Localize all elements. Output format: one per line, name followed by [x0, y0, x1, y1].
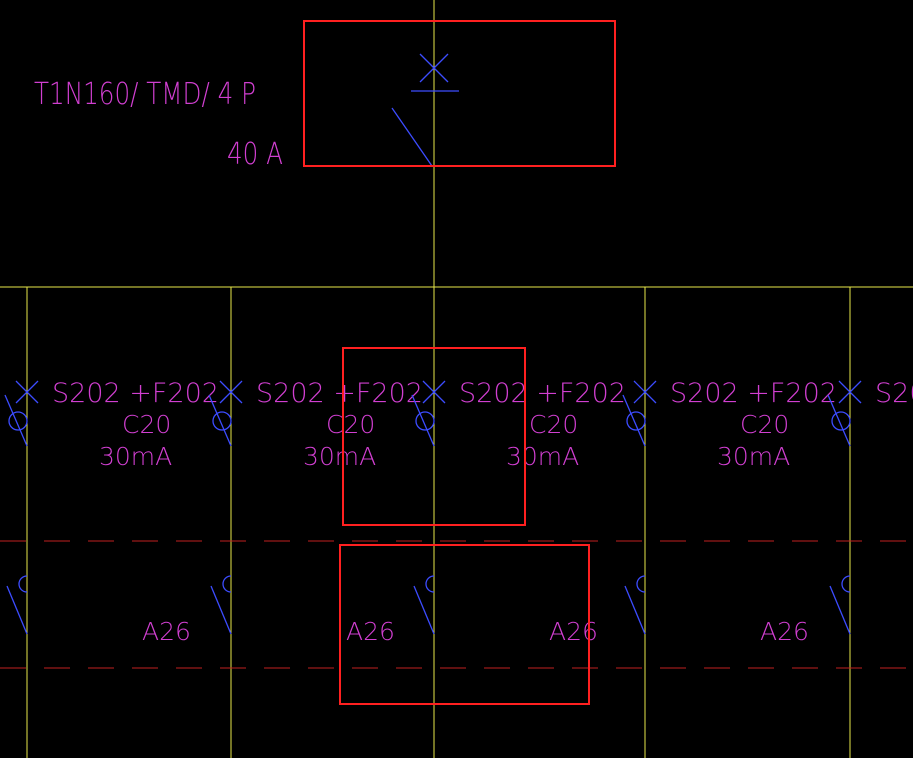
branch-curve-label: C20: [740, 410, 789, 439]
contactor-label: A26: [760, 617, 809, 646]
highlight-contactor: [339, 544, 590, 705]
rcbo-symbol: [411, 380, 446, 447]
contactor-symbol: [829, 575, 851, 635]
contactor-symbol: [210, 575, 232, 635]
branch-sensitivity-label: 30mA: [717, 442, 790, 471]
contactor-symbol: [6, 575, 28, 635]
highlight-branch-breaker: [342, 347, 526, 526]
branch-model-label: S202 +F202: [256, 378, 423, 409]
rcbo-symbol: [622, 380, 657, 447]
highlight-main-breaker: [303, 20, 616, 167]
main-breaker-model: T1N160/ TMD/ 4 P: [34, 77, 256, 112]
contactor-label: A26: [142, 617, 191, 646]
branch-model-label: S20: [875, 378, 913, 409]
main-breaker-symbol: [391, 53, 459, 167]
branch-sensitivity-label: 30mA: [506, 442, 579, 471]
branch-curve-label: C20: [529, 410, 578, 439]
branch-model-label: S202 +F202: [459, 378, 626, 409]
branch-model-label: S202 +F202: [670, 378, 837, 409]
contactor-label: A26: [346, 617, 395, 646]
branch-curve-label: C20: [122, 410, 171, 439]
branch-5: S20: [827, 287, 913, 758]
contactor-symbol: [624, 575, 646, 635]
contactor-symbol: [413, 575, 435, 635]
branch-model-label: S202 +F202: [52, 378, 219, 409]
rcbo-symbol: [208, 380, 243, 447]
contactor-label: A26: [549, 617, 598, 646]
branch-sensitivity-label: 30mA: [99, 442, 172, 471]
rcbo-symbol: [4, 380, 39, 447]
rcbo-symbol: [827, 380, 862, 447]
branch-sensitivity-label: 30mA: [303, 442, 376, 471]
main-breaker-rating: 40 A: [227, 137, 283, 172]
branch-curve-label: C20: [326, 410, 375, 439]
